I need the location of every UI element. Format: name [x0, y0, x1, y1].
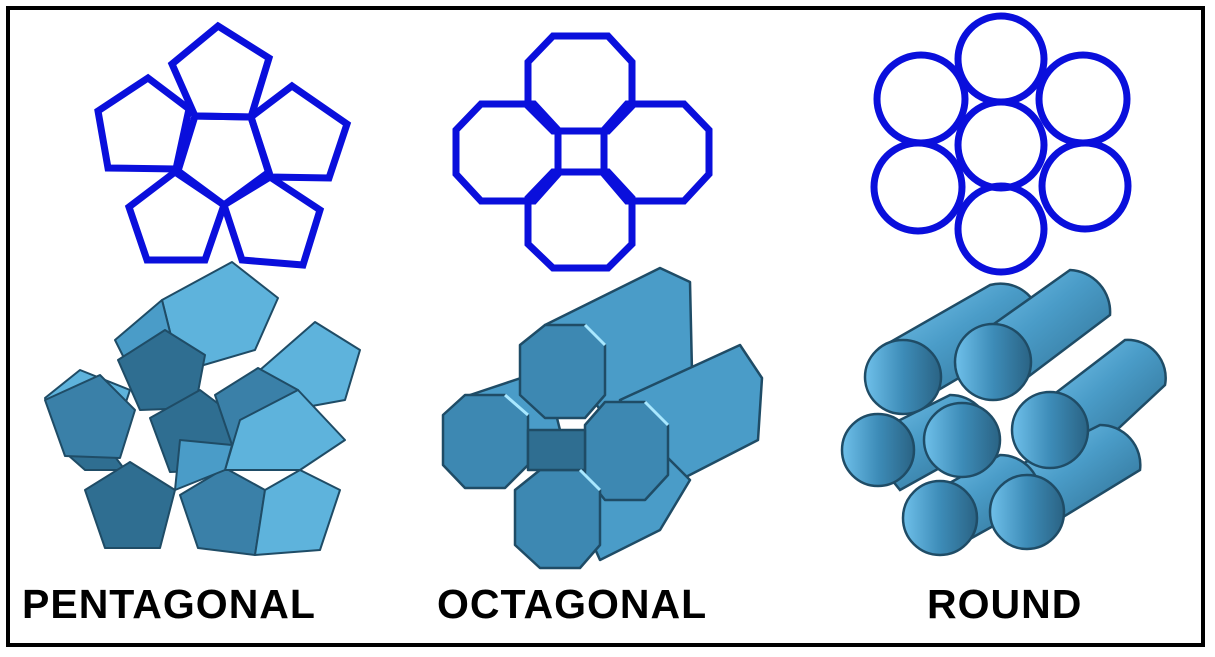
octagon-face-left: [441, 393, 530, 490]
circle-lower-left: [870, 139, 966, 235]
octagon-cluster-icon: [452, 32, 713, 272]
cylinder-end-top-right: [953, 322, 1033, 402]
octagon-face-right: [583, 400, 670, 502]
cylinder-end-right: [1010, 390, 1090, 470]
octagon-face-top: [518, 323, 607, 420]
pentagonal-prism-bundle: [44, 261, 361, 556]
label-pentagonal: PENTAGONAL: [22, 581, 316, 627]
circle-lower-right: [1038, 139, 1132, 233]
circle-bottom: [954, 182, 1048, 276]
octagon-top: [524, 32, 636, 135]
circle-upper-right: [1035, 51, 1131, 147]
pentagon-left: [94, 73, 193, 173]
circle-top: [954, 12, 1048, 106]
pentagon-face-upper-left: [117, 329, 206, 411]
pentagon-top: [167, 21, 274, 121]
round-cylinder-bundle: [840, 268, 1167, 557]
cylinder-end-bottom-right: [988, 473, 1066, 551]
octagon-face-bottom: [513, 468, 602, 570]
label-round: ROUND: [927, 581, 1083, 627]
circle-center: [954, 98, 1048, 192]
circle-upper-left: [873, 51, 969, 147]
octagon-left: [452, 100, 562, 205]
pentagon-cluster-icon: [94, 21, 352, 269]
cylinder-end-middle-left: [840, 412, 916, 488]
pentagon-bottom-right: [219, 172, 325, 269]
circle-cluster-icon: [870, 12, 1132, 276]
cylinder-end-bottom-left: [901, 479, 979, 557]
pentagon-face-bottom-left: [84, 461, 176, 549]
label-octagonal: OCTAGONAL: [437, 581, 708, 627]
cylinder-end-top-left: [863, 338, 943, 416]
pentagon-right: [246, 81, 352, 182]
octagonal-prism-bundle: [441, 266, 764, 570]
square-center: [554, 127, 608, 176]
pentagon-face-left: [44, 374, 136, 459]
pentagon-bottom-left: [124, 167, 229, 264]
cylinder-end-center: [922, 401, 1002, 479]
octagon-bottom: [524, 168, 636, 272]
